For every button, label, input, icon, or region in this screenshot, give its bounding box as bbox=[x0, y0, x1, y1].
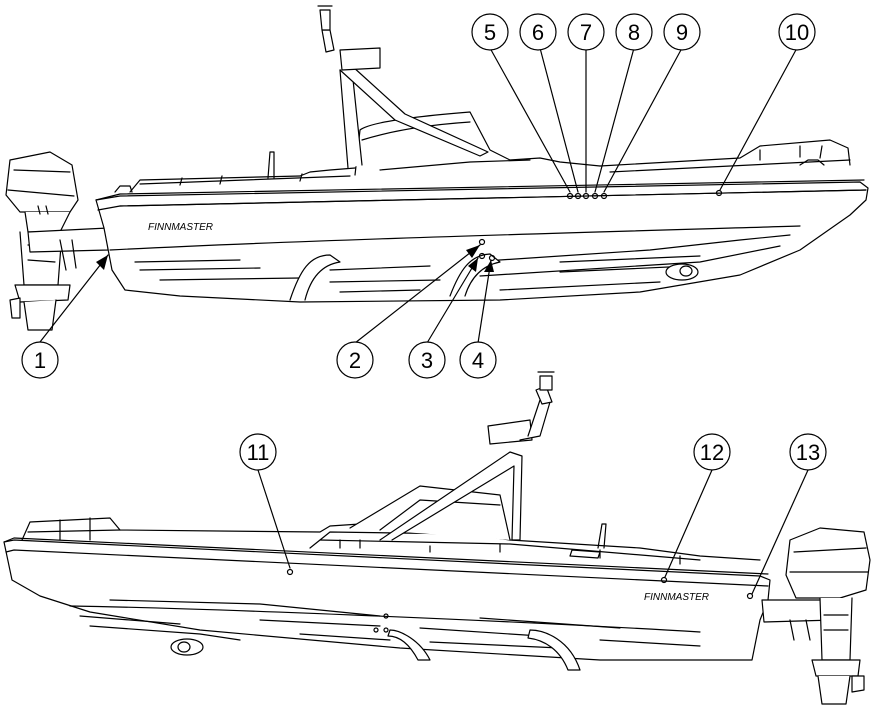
callout-6: 6 bbox=[519, 13, 557, 51]
callout-5: 5 bbox=[471, 13, 509, 51]
t-top-mast-bottom bbox=[379, 371, 555, 541]
boat-bottom-view: FINNMASTER bbox=[3, 371, 871, 705]
svg-text:12: 12 bbox=[700, 440, 724, 465]
outboard-motor-bottom bbox=[785, 527, 871, 705]
svg-text:4: 4 bbox=[472, 348, 484, 373]
svg-text:1: 1 bbox=[34, 348, 46, 373]
svg-text:13: 13 bbox=[796, 440, 820, 465]
arrowheads-top bbox=[96, 245, 494, 272]
svg-text:9: 9 bbox=[676, 20, 688, 45]
leader-lines-bottom bbox=[257, 469, 809, 595]
boat-top-view: FINNMASTER bbox=[5, 5, 869, 379]
callout-12: 12 bbox=[693, 433, 731, 471]
callout-2: 2 bbox=[336, 341, 374, 379]
callout-1: 1 bbox=[21, 341, 59, 379]
callout-7: 7 bbox=[567, 13, 605, 51]
outboard-motor-top bbox=[5, 151, 79, 331]
callout-3: 3 bbox=[408, 341, 446, 379]
hull-top: FINNMASTER bbox=[95, 179, 869, 303]
callout-11: 11 bbox=[239, 433, 277, 471]
callout-4: 4 bbox=[459, 341, 497, 379]
svg-text:11: 11 bbox=[247, 440, 270, 465]
brand-logo-top: FINNMASTER bbox=[148, 222, 213, 233]
hull-bottom: FINNMASTER bbox=[3, 537, 771, 671]
callout-13: 13 bbox=[789, 433, 827, 471]
svg-text:10: 10 bbox=[785, 20, 809, 45]
svg-text:6: 6 bbox=[532, 20, 544, 45]
svg-text:7: 7 bbox=[580, 20, 592, 45]
svg-text:5: 5 bbox=[484, 20, 496, 45]
svg-text:2: 2 bbox=[349, 348, 361, 373]
callout-8: 8 bbox=[615, 13, 653, 51]
svg-text:8: 8 bbox=[628, 20, 640, 45]
t-top-mast bbox=[317, 5, 489, 169]
callout-9: 9 bbox=[663, 13, 701, 51]
leader-lines-top bbox=[39, 47, 798, 344]
callout-10: 10 bbox=[778, 13, 816, 51]
svg-text:3: 3 bbox=[421, 348, 433, 373]
brand-logo-bottom: FINNMASTER bbox=[644, 592, 709, 603]
